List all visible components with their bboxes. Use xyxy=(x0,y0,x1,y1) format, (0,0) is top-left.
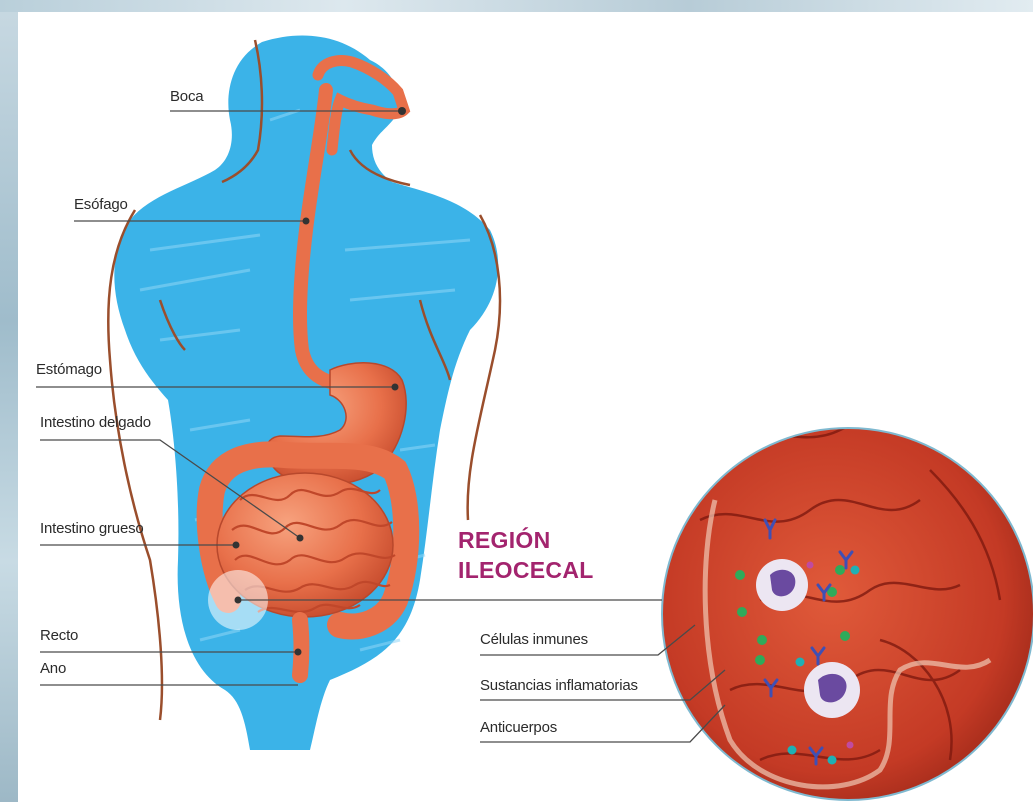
region-title: REGIÓN ILEOCECAL xyxy=(458,525,594,585)
region-title-line2: ILEOCECAL xyxy=(458,555,594,585)
label-sustancias-inflamatorias: Sustancias inflamatorias xyxy=(480,677,638,694)
label-boca: Boca xyxy=(170,88,203,105)
ileocecal-inset xyxy=(660,417,1033,802)
label-estomago: Estómago xyxy=(36,361,102,378)
label-intestino-grueso: Intestino grueso xyxy=(40,520,144,537)
region-title-line1: REGIÓN xyxy=(458,525,594,555)
label-celulas-inmunes: Células inmunes xyxy=(480,631,588,648)
label-anticuerpos: Anticuerpos xyxy=(480,719,557,736)
label-ano: Ano xyxy=(40,660,66,677)
label-intestino-delgado: Intestino delgado xyxy=(40,414,151,431)
rectum xyxy=(300,620,302,675)
label-recto: Recto xyxy=(40,627,78,644)
label-esofago: Esófago xyxy=(74,196,128,213)
